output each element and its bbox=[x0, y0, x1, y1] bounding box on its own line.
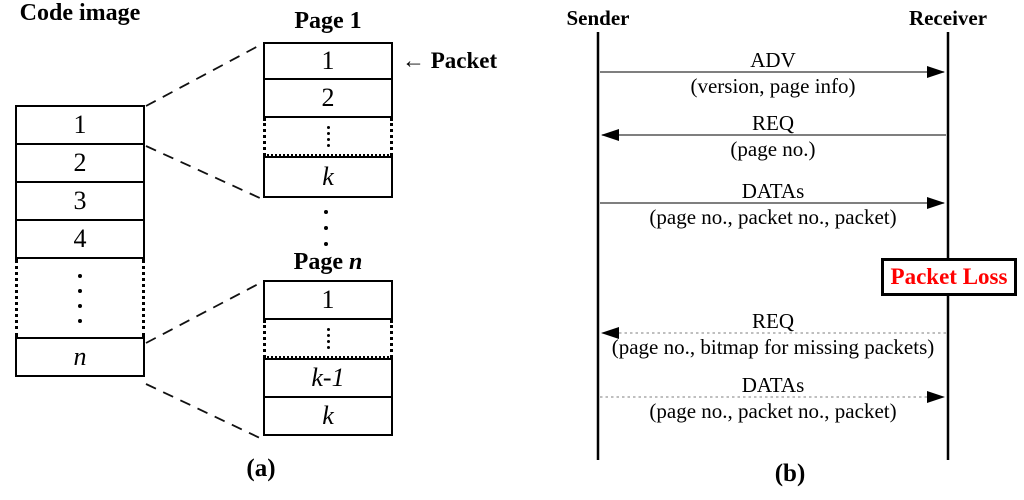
message-name-adv: ADV bbox=[750, 48, 796, 72]
code-image-ellipsis-section bbox=[15, 259, 145, 337]
message-params-adv: (version, page info) bbox=[690, 74, 856, 98]
message-params-datas-retransmit: (page no., packet no., packet) bbox=[649, 399, 897, 423]
message-params-req: (page no.) bbox=[730, 137, 816, 161]
page1-packet-k: k bbox=[263, 156, 393, 198]
connector-page1-top bbox=[145, 43, 263, 107]
page1-stack: 1 2 k bbox=[263, 42, 393, 198]
message-name-req: REQ bbox=[752, 111, 794, 135]
page1-packet: 1 bbox=[263, 42, 393, 80]
vertical-ellipsis-icon bbox=[78, 273, 82, 323]
receiver-label: Receiver bbox=[908, 6, 988, 30]
message-name-req-retransmit: REQ bbox=[752, 309, 794, 333]
pagen-title: Page n bbox=[263, 249, 393, 276]
page1-packet: 2 bbox=[263, 78, 393, 118]
connector-pagen-bottom bbox=[145, 383, 263, 440]
pagen-packet-k: k bbox=[263, 396, 393, 436]
code-image-block: 3 bbox=[15, 181, 145, 221]
message-params-datas: (page no., packet no., packet) bbox=[649, 205, 897, 229]
caption-a: (a) bbox=[246, 455, 276, 482]
code-image-title: Code image bbox=[19, 0, 141, 26]
pagen-stack: 1 k-1 k bbox=[263, 280, 393, 436]
code-image-block: 2 bbox=[15, 143, 145, 183]
code-image-block: 4 bbox=[15, 219, 145, 259]
code-image-block-n: n bbox=[15, 337, 145, 377]
pagen-packet: 1 bbox=[263, 280, 393, 320]
message-params-req-retransmit: (page no., bitmap for missing packets) bbox=[611, 335, 935, 359]
pagen-ellipsis-section bbox=[263, 320, 393, 358]
pagen-title-variable: n bbox=[348, 249, 363, 275]
packet-pointer: ← Packet bbox=[402, 48, 498, 73]
vertical-ellipsis-icon bbox=[326, 327, 330, 349]
packet-loss-badge: Packet Loss bbox=[881, 258, 1017, 296]
code-image-stack: 1 2 3 4 n bbox=[15, 105, 145, 377]
caption-b: (b) bbox=[774, 460, 806, 487]
connector-page1-bottom bbox=[145, 145, 263, 200]
page1-title: Page 1 bbox=[294, 8, 362, 34]
between-pages-ellipsis-icon bbox=[324, 210, 328, 246]
code-image-block: 1 bbox=[15, 105, 145, 145]
message-name-datas: DATAs bbox=[741, 179, 805, 203]
page1-ellipsis-section bbox=[263, 118, 393, 156]
vertical-ellipsis-icon bbox=[326, 125, 330, 147]
pagen-packet-k-1: k-1 bbox=[263, 358, 393, 398]
connector-pagen-top bbox=[145, 281, 263, 344]
sender-label: Sender bbox=[566, 6, 630, 30]
message-name-datas-retransmit: DATAs bbox=[741, 373, 805, 397]
pagen-title-prefix: Page bbox=[293, 249, 349, 275]
expand-connectors bbox=[145, 43, 263, 440]
